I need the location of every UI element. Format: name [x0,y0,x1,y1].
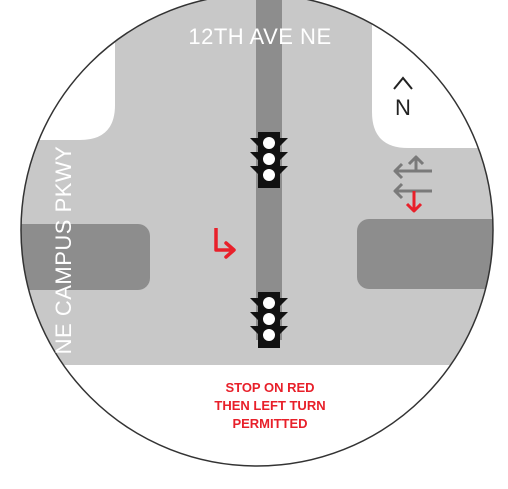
block-north-west [21,0,115,140]
traffic-signal-icon [250,292,288,348]
road-surface [21,0,493,365]
caption-line: PERMITTED [232,416,307,431]
traffic-signal-icon [250,132,288,188]
north-arrow-icon [393,76,413,90]
left-turn-arrow-icon [214,228,236,259]
median-east [357,219,493,289]
caption-line: STOP ON RED [225,380,314,395]
map-frame [20,0,494,467]
block-north-east [372,0,493,148]
north-letter: N [395,95,411,120]
lane-direction-arrows-icon [393,155,432,213]
street-label-east-west: NE CAMPUS PKWY [51,146,76,355]
signal-rule-caption: STOP ON RED THEN LEFT TURN PERMITTED [214,380,325,431]
median-west [21,224,150,290]
street-label-north-south: 12TH AVE NE [188,24,331,49]
caption-line: THEN LEFT TURN [214,398,325,413]
